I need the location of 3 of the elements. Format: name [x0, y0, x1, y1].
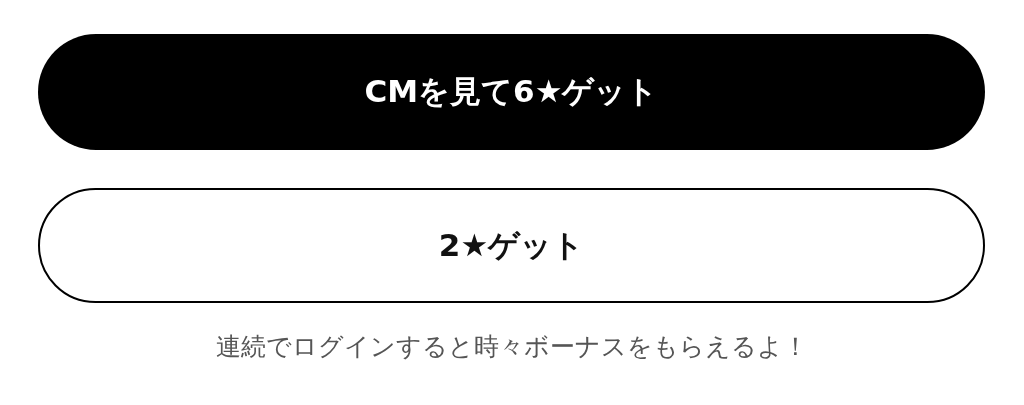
action-button: CMを見て6★ゲット	[38, 34, 985, 150]
note-text: 連続でログインすると時々ボーナスをもらえるよ！	[216, 331, 808, 363]
action-button: 2★ゲット	[38, 188, 985, 303]
